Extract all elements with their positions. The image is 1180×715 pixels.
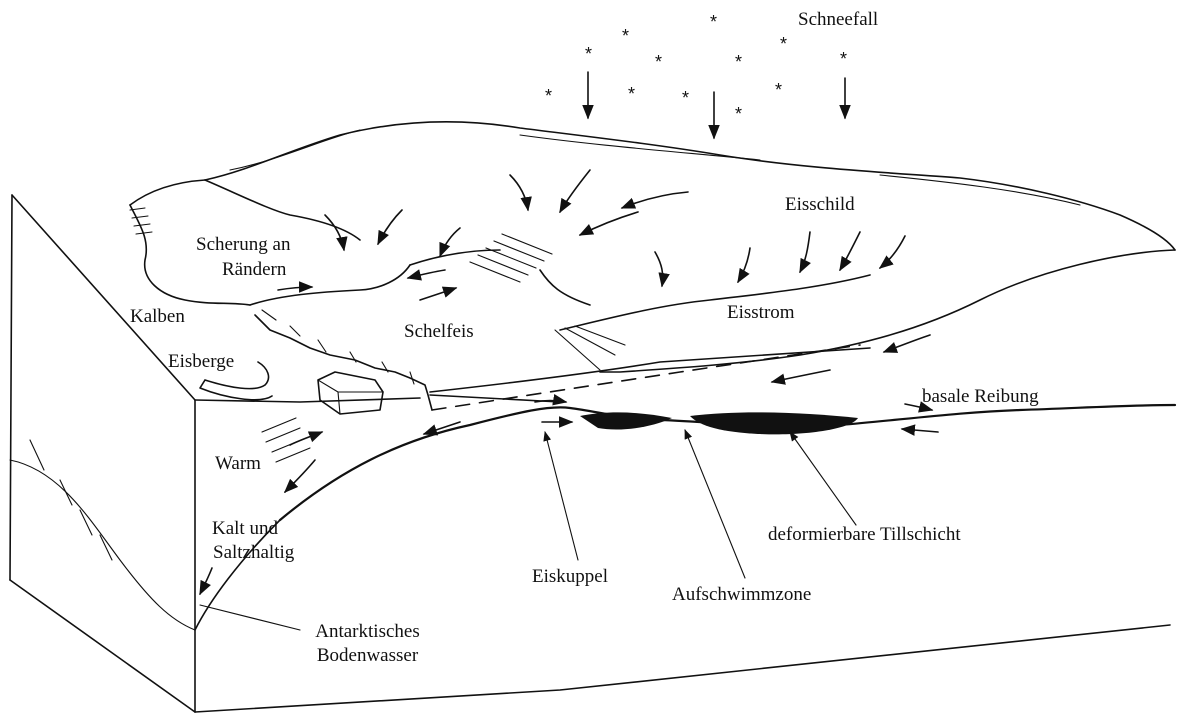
svg-text:*: * [735,52,742,72]
label-boden-line2: Bodenwasser [300,644,435,667]
ocean-arrows [200,418,322,594]
label-aufschwimmzone: Aufschwimmzone [672,583,811,606]
label-warm: Warm [215,452,261,475]
svg-text:*: * [735,104,742,124]
svg-text:*: * [622,26,629,46]
svg-text:*: * [585,44,592,64]
label-eisberge: Eisberge [168,350,234,373]
block-outline [10,195,1170,712]
shelf-ice-outline [130,180,625,410]
label-schelfeis: Schelfeis [404,320,474,343]
label-basale-reibung: basale Reibung [922,385,1039,408]
svg-text:*: * [775,80,782,100]
label-scherung-line2: Rändern [222,258,286,281]
svg-text:*: * [840,49,847,69]
label-eiskuppel: Eiskuppel [532,565,608,588]
label-kalt-line1: Kalt und [212,517,278,540]
till-layer [580,412,858,434]
label-scherung-line1: Scherung an [196,233,290,256]
label-schneefall: Schneefall [798,8,878,31]
svg-text:*: * [780,34,787,54]
label-eisschild: Eisschild [785,193,855,216]
label-kalt-line2: Saltzhaltig [213,541,294,564]
svg-text:*: * [710,12,717,32]
svg-text:*: * [628,84,635,104]
ice-sheet-surface [205,122,1175,392]
label-kalben: Kalben [130,305,185,328]
svg-text:*: * [655,52,662,72]
svg-text:*: * [545,86,552,106]
snowfall-arrows [588,72,845,138]
label-till: deformierbare Tillschicht [768,523,961,546]
label-boden-line1: Antarktisches [300,620,435,643]
label-eisstrom: Eisstrom [727,301,795,324]
svg-text:*: * [682,88,689,108]
